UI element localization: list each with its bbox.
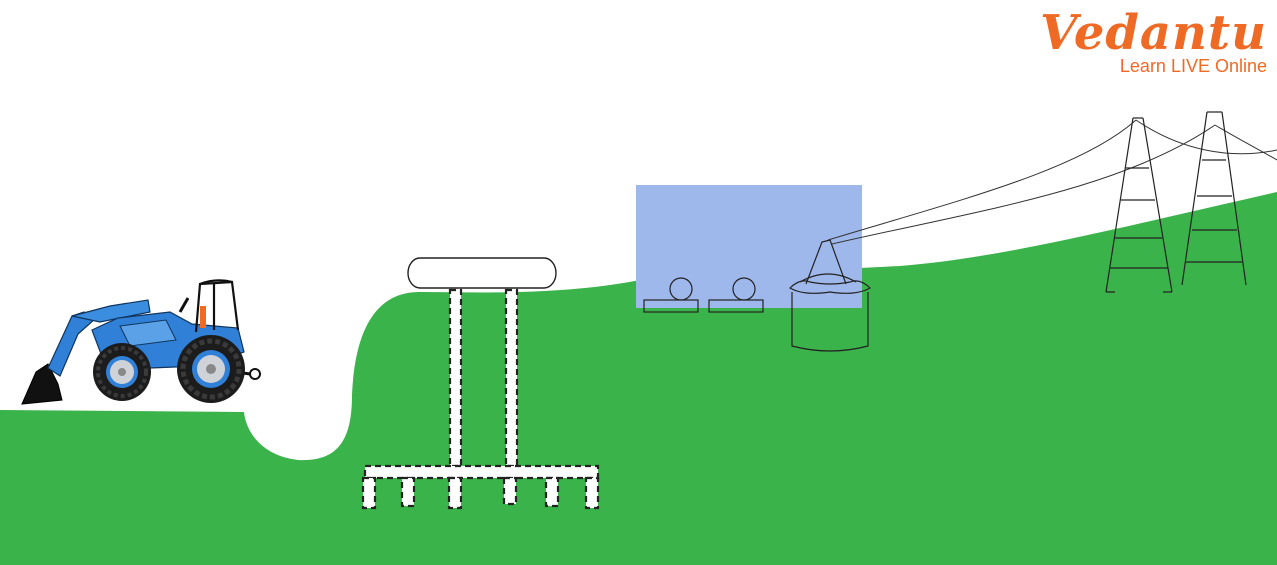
motor-icon (789, 239, 871, 352)
brand-name: Vedantu (1039, 5, 1267, 61)
power-lines (827, 119, 1277, 245)
tractor-icon (21, 279, 261, 405)
transmission-tower-icon (1181, 111, 1247, 286)
water-tank (636, 185, 862, 308)
pump-icon (708, 277, 764, 313)
storage-cylinder (407, 257, 557, 289)
pump-icon (643, 277, 699, 313)
underground-pipes (361, 288, 600, 510)
transmission-tower-icon (1105, 117, 1173, 293)
ground (0, 192, 1277, 565)
brand-logo: Vedantu Learn LIVE Online (1040, 6, 1267, 76)
brand-tagline: Learn LIVE Online (1119, 56, 1267, 76)
